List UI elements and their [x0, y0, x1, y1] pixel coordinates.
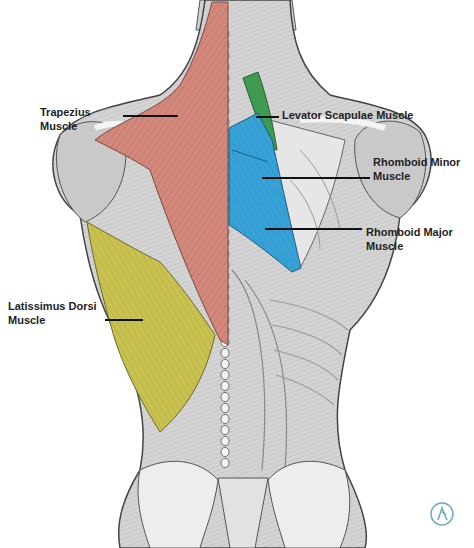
muscle-fibers	[229, 113, 301, 272]
muscle-label: Levator Scapulae Muscle	[282, 108, 462, 122]
sacrum	[218, 478, 268, 548]
vertebra	[221, 381, 229, 390]
vertebra	[221, 403, 229, 412]
rib-contour	[270, 300, 348, 405]
vertebra	[221, 370, 229, 379]
vertebra	[221, 447, 229, 456]
vertebra	[221, 458, 229, 467]
torso-texture	[53, 0, 431, 548]
muscle-contour	[290, 150, 340, 250]
vertebra	[221, 425, 229, 434]
latissimus-dorsi-muscle	[87, 222, 215, 432]
vertebra	[221, 348, 229, 357]
rhomboid-muscle	[229, 113, 301, 272]
muscle-label: Rhomboid Major Muscle	[366, 225, 466, 253]
leader-line	[123, 115, 178, 117]
leader-line	[256, 116, 279, 118]
left-iliac	[138, 461, 218, 548]
muscle-label: Rhomboid Minor Muscle	[373, 155, 468, 183]
right-iliac	[268, 461, 350, 548]
vertebra	[221, 359, 229, 368]
leader-line	[105, 319, 143, 321]
vertebra	[221, 392, 229, 401]
rhomboid-divider	[232, 150, 268, 162]
muscle-fibers	[87, 222, 215, 432]
muscle-label: Latissimus Dorsi Muscle	[8, 299, 103, 327]
logo-mark	[438, 508, 447, 520]
erector-spinae	[232, 270, 287, 470]
torso-outline	[53, 0, 431, 548]
leader-line	[265, 228, 362, 230]
vertebra	[221, 414, 229, 423]
vertebra	[221, 436, 229, 445]
logo-mark	[431, 503, 453, 525]
leader-line	[262, 177, 370, 179]
right-deltoid	[355, 121, 426, 218]
muscle-label: Trapezius Muscle	[40, 105, 130, 133]
